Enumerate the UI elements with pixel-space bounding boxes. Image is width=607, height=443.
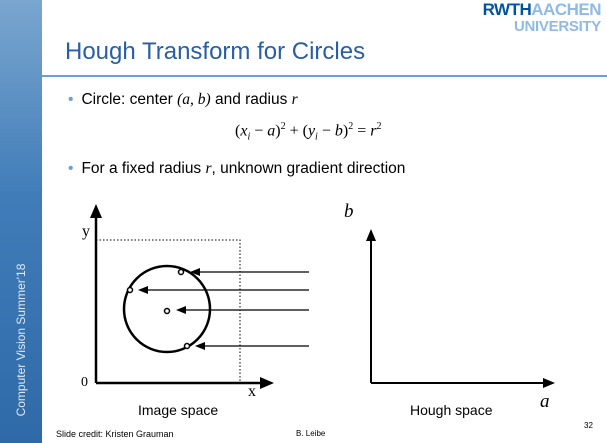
logo-aachen: AACHEN	[531, 0, 601, 19]
radius-variable: r	[205, 160, 212, 177]
image-boundary	[96, 239, 241, 383]
center-point	[163, 307, 171, 315]
slide-credit: Slide credit: Kristen Grauman	[56, 429, 174, 439]
edge-point	[126, 286, 134, 294]
arrow-head-icon	[138, 286, 148, 294]
gradient-arrows	[138, 268, 309, 350]
edge-point	[183, 342, 191, 350]
bullet-fixed-radius: • For a fixed radius r, unknown gradient …	[68, 160, 405, 178]
slide-title: Hough Transform for Circles	[65, 38, 366, 65]
origin-label: 0	[81, 375, 88, 390]
image-y-label: y	[82, 223, 90, 240]
a-axis-arrow-icon	[543, 378, 555, 388]
x-axis-arrow-icon	[260, 377, 274, 389]
slide-author: B. Leibe	[296, 429, 326, 438]
arrow-head-icon	[176, 306, 186, 314]
bullet-text: , unknown gradient direction	[211, 160, 406, 177]
bullet-circle-definition: • Circle: center (a, b) and radius r	[68, 91, 298, 109]
page-number: 32	[584, 421, 593, 430]
bullet-text: For a fixed radius	[81, 160, 206, 177]
center-variable: (a, b)	[177, 91, 211, 108]
y-axis-arrow-icon	[90, 204, 102, 218]
logo-university: UNIVERSITY	[513, 18, 601, 35]
image-space-axes	[90, 204, 274, 389]
bullet-text: and radius	[210, 91, 292, 108]
hough-space-axes	[366, 229, 555, 388]
hough-space-caption: Hough space	[410, 402, 493, 418]
arrow-head-icon	[190, 268, 200, 276]
bullet-text: Circle: center	[81, 91, 178, 108]
circle-shape	[122, 264, 212, 354]
image-x-label: x	[248, 383, 256, 400]
arrow-head-icon	[195, 342, 205, 350]
title-divider	[42, 75, 607, 77]
hough-b-label: b	[344, 201, 354, 222]
b-axis-arrow-icon	[366, 229, 376, 241]
bullet-dot-icon: •	[68, 91, 74, 108]
image-space-caption: Image space	[138, 402, 218, 418]
hough-a-label: a	[540, 391, 550, 412]
rwth-logo: RWTHAACHEN UNIVERSITY	[482, 0, 602, 35]
logo-rwth: RWTH	[482, 0, 532, 19]
edge-point	[177, 268, 185, 276]
sidebar: Computer Vision Summer'18	[0, 0, 42, 443]
radius-variable: r	[291, 91, 298, 108]
circle-equation: (xi − a)2 + (yi − b)2 = r2	[235, 121, 382, 143]
bullet-dot-icon: •	[68, 160, 74, 177]
